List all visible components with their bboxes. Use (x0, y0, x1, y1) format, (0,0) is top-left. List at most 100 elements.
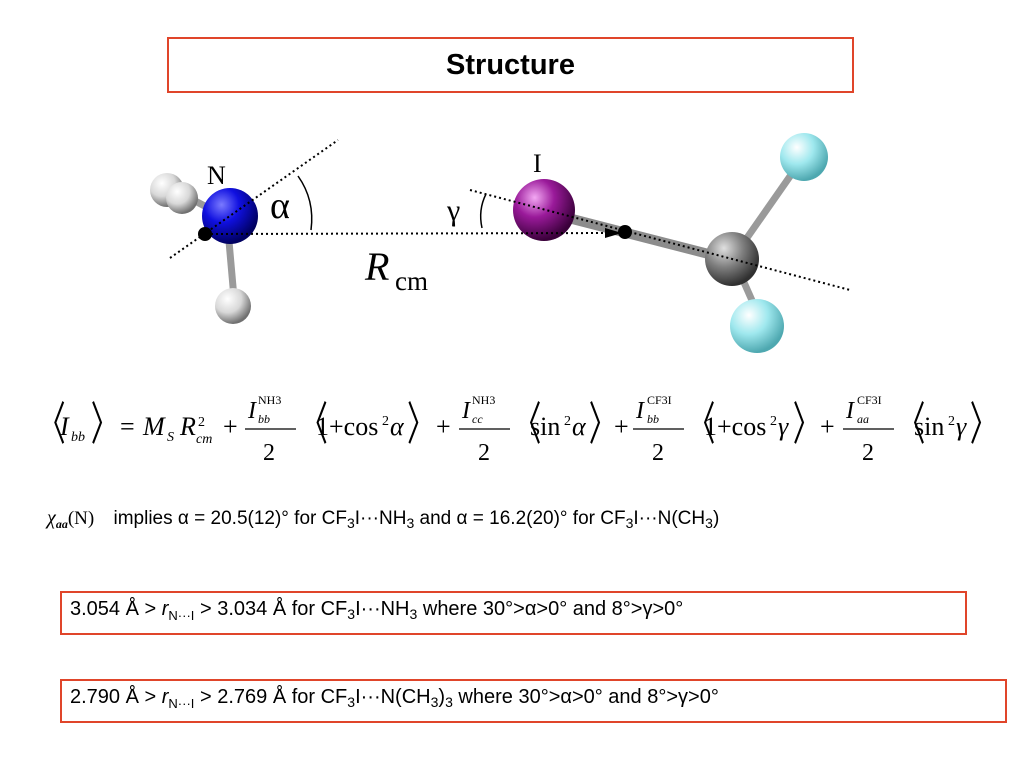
svg-text:I: I (461, 398, 471, 424)
svg-text:2: 2 (382, 414, 389, 429)
label-n: N (207, 161, 226, 190)
svg-text:bb: bb (71, 430, 85, 445)
implies-text-3: I···NH (354, 508, 407, 529)
svg-text:cc: cc (472, 412, 483, 426)
moment-equation: 〈 I bb 〉 = M S R 2 cm + I NH3 bb 2 〈 1+c… (38, 393, 988, 466)
box-text: ) (438, 686, 446, 708)
svg-text:2: 2 (652, 440, 664, 466)
atoms (150, 133, 828, 353)
svg-text:+: + (223, 412, 238, 441)
r-subscript: N···I (168, 608, 195, 623)
alpha-arc (297, 175, 313, 231)
fluorine-atom-2 (730, 299, 784, 353)
bond-i-c (543, 207, 734, 265)
svg-text:I: I (635, 398, 645, 424)
bonds (168, 159, 803, 316)
svg-text:〈: 〈 (514, 400, 542, 451)
svg-text:〉: 〉 (91, 400, 119, 451)
subscript: 3 (625, 515, 634, 531)
chi-symbol: χ (47, 507, 56, 529)
svg-text:I: I (247, 398, 257, 424)
box-text: >0° (688, 686, 719, 708)
svg-text:2: 2 (564, 414, 571, 429)
box-text: where 30°> (417, 598, 525, 620)
implies-text-5: = 16.2(20)° for CF (467, 508, 626, 529)
subscript: 3 (409, 606, 418, 622)
nitrogen-atom (202, 188, 258, 244)
guide-lines (169, 139, 851, 291)
svg-text:〉: 〉 (970, 400, 988, 451)
svg-text:〈: 〈 (300, 400, 328, 451)
implies-text-7: ) (712, 508, 720, 529)
svg-text:2: 2 (862, 440, 874, 466)
hydrogen-atom-2 (166, 182, 198, 214)
implies-text-1: implies (113, 508, 178, 529)
cf3i-center-of-mass-dot (618, 225, 632, 239)
svg-text:2: 2 (263, 440, 275, 466)
implies-text-4: and (414, 508, 457, 529)
subscript: 3 (347, 694, 356, 710)
subscript: 3 (445, 694, 453, 710)
svg-text:2: 2 (478, 440, 490, 466)
svg-text:=: = (120, 412, 135, 441)
equation-term-1: I NH3 bb 2 〈 1+cos 2 α 〉 + (245, 393, 451, 466)
svg-text:〉: 〉 (407, 400, 435, 451)
label-gamma: γ (446, 194, 460, 227)
box-text: > 2.769 Å for CF (194, 686, 348, 708)
distance-box-nch3: 2.790 Å > rN···I > 2.769 Å for CF3I···N(… (60, 679, 1007, 723)
svg-text:R: R (179, 412, 196, 441)
svg-text:2: 2 (198, 415, 205, 430)
svg-text:CF3I: CF3I (647, 393, 672, 407)
svg-text:1+cos: 1+cos (704, 412, 766, 441)
svg-text:〈: 〈 (688, 400, 716, 451)
subscript: 3 (346, 515, 355, 531)
label-r-sub: cm (395, 266, 428, 296)
r-symbol: r (161, 598, 169, 620)
label-r: R (364, 244, 389, 289)
svg-text:sin: sin (914, 412, 944, 441)
svg-text:I: I (845, 398, 855, 424)
svg-text:bb: bb (647, 412, 659, 426)
svg-text:CF3I: CF3I (857, 393, 882, 407)
svg-text:sin: sin (530, 412, 560, 441)
nh3-axis-line (169, 139, 339, 259)
box-text: 3.054 Å > (70, 598, 162, 620)
nh3-center-of-mass-dot (198, 227, 212, 241)
r-symbol: r (161, 686, 169, 708)
hydrogen-atom-3 (215, 288, 251, 324)
box-text: >0° and 8°> (571, 686, 679, 708)
box-text: 2.790 Å > (70, 686, 162, 708)
equation-term-3: I CF3I bb 2 〈 1+cos 2 γ 〉 + (633, 393, 835, 466)
rcm-line (205, 232, 611, 235)
svg-text:〈: 〈 (38, 400, 66, 451)
box-text: >0° (652, 598, 684, 620)
molecule-diagram: N I α γ R cm (150, 133, 851, 353)
svg-text:NH3: NH3 (472, 393, 495, 407)
chi-argument: (N) (67, 508, 95, 529)
svg-text:〉: 〉 (589, 400, 617, 451)
gamma-symbol: γ (642, 598, 653, 620)
svg-text:+: + (614, 412, 629, 441)
svg-text:2: 2 (770, 414, 777, 429)
svg-text:〉: 〉 (793, 400, 821, 451)
title-frame: Structure (167, 37, 854, 93)
alpha-symbol: α (456, 508, 468, 529)
r-subscript: N···I (168, 696, 195, 711)
cf3i-axis-line (469, 189, 851, 291)
svg-text:M: M (142, 412, 166, 441)
alpha-symbol: α (560, 686, 572, 708)
svg-text:I: I (59, 412, 70, 441)
subscript: 3 (430, 694, 439, 710)
svg-text:γ: γ (956, 412, 967, 441)
box-text: > 3.034 Å for CF (194, 598, 348, 620)
svg-text:aa: aa (857, 412, 869, 426)
svg-text:2: 2 (948, 414, 955, 429)
chi-subscript: aa (55, 517, 68, 531)
svg-text:α: α (390, 412, 405, 441)
implies-text-2: = 20.5(12)° for CF (188, 508, 347, 529)
subscript: 3 (347, 606, 356, 622)
svg-text:γ: γ (778, 412, 789, 441)
alpha-symbol: α (177, 508, 189, 529)
svg-text:+: + (436, 412, 451, 441)
box-text: >0° and 8°> (536, 598, 643, 620)
